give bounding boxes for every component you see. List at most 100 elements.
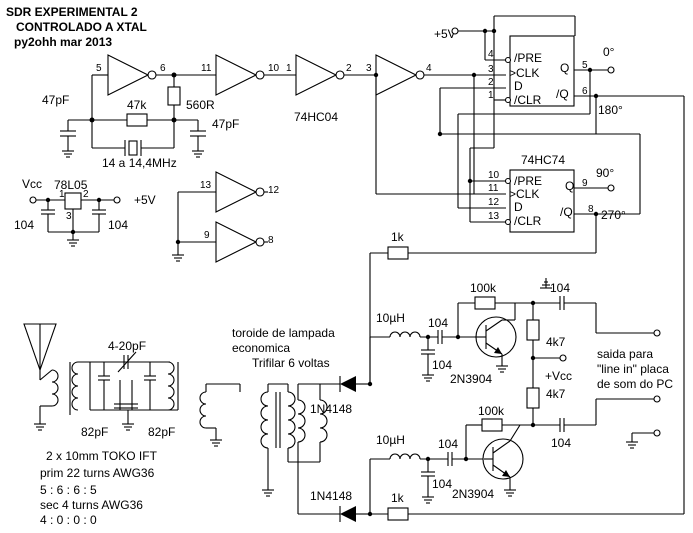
unused-inverter-u5: 13 12 xyxy=(178,171,280,213)
pin-u4-out: 4 xyxy=(426,63,432,74)
amp-vcc-label: +Vcc xyxy=(545,369,572,383)
toroid-label-2: economica xyxy=(232,341,290,355)
ff2-pin-pre: 10 xyxy=(488,170,500,181)
phase-180-label: 180° xyxy=(598,103,623,117)
ff2-pre: /PRE xyxy=(514,174,542,188)
toroid-label-1: toroide de lampada xyxy=(232,326,335,340)
reg-pin-3: 3 xyxy=(66,211,72,222)
ff2-clr: /CLR xyxy=(514,214,542,228)
ff1-nq: /Q xyxy=(556,87,569,101)
bias-resistor-top-label: 100k xyxy=(470,281,497,295)
sec-ratio-line: 4 : 0 : 0 : 0 xyxy=(40,513,97,527)
cap-right-label: 82pF xyxy=(148,425,175,439)
osc-cap-2-label: 47pF xyxy=(212,117,239,131)
ift-line: 2 x 10mm TOKO IFT xyxy=(46,449,158,463)
diode-bottom: 1N4148 xyxy=(298,489,373,522)
inductor-top-label: 10µH xyxy=(376,311,405,325)
pin-u1-out: 6 xyxy=(160,63,166,74)
series-cap-bottom-label: 104 xyxy=(438,437,458,451)
transistor-bottom-label: 2N3904 xyxy=(452,487,494,501)
title-line-3: py2ohh mar 2013 xyxy=(14,35,112,49)
pin-u6-out: 8 xyxy=(268,235,274,246)
pin-u3-in: 1 xyxy=(286,63,292,74)
ff1-pin-nq: 6 xyxy=(582,86,588,97)
ff2-q: Q xyxy=(565,179,574,193)
vcc-label: Vcc xyxy=(22,177,42,191)
diode-top: 1N4148 xyxy=(298,376,373,416)
ff1-clk: >CLK xyxy=(509,66,539,80)
feedback-resistor-label: 47k xyxy=(127,98,147,112)
title-line-1: SDR EXPERIMENTAL 2 xyxy=(6,5,138,19)
ff1-pin-clk: 3 xyxy=(488,64,494,75)
collector-resistor-top-label: 4k7 xyxy=(546,335,566,349)
cap-left-label: 82pF xyxy=(81,425,108,439)
ff2-pin-clk: 11 xyxy=(488,183,499,194)
reg-cap-in-label: 104 xyxy=(14,218,34,232)
output-label-1: saida para xyxy=(597,347,653,361)
pin-u6-in: 9 xyxy=(204,230,210,241)
regulator-output-label: +5V xyxy=(134,193,156,207)
prim-line: prim 22 turns AWG36 xyxy=(40,466,155,480)
pin-u5-in: 13 xyxy=(200,180,212,191)
bandpass-filter: 4-20pF 82pF 82pF xyxy=(69,339,179,439)
reg-pin-2: 2 xyxy=(83,189,89,200)
top-supply-label: +5V xyxy=(434,27,456,41)
pin-u4-in: 3 xyxy=(366,63,372,74)
toroid-label-3: Trifilar 6 voltas xyxy=(252,356,330,370)
mixer-resistor-top-label: 1k xyxy=(391,230,405,244)
flipflop-1: /PRE >CLK D /CLR Q /Q 4 3 2 1 5 6 0° 180… xyxy=(488,35,684,117)
ff2-nq: /Q xyxy=(560,205,573,219)
reg-cap-out-label: 104 xyxy=(108,218,128,232)
phase-270-label: 270° xyxy=(601,208,626,222)
ff2-pin-clr: 13 xyxy=(488,211,500,222)
trimmer-label: 4-20pF xyxy=(108,339,146,353)
transistor-top-label: 2N3904 xyxy=(450,372,492,386)
ff1-pin-clr: 1 xyxy=(488,90,494,101)
ff1-pin-q: 5 xyxy=(582,60,588,71)
collector-resistor-bottom-label: 4k7 xyxy=(546,387,566,401)
flipflop-chip-label: 74HC74 xyxy=(521,153,565,167)
ff1-pin-pre: 4 xyxy=(488,49,494,60)
phase-0-label: 0° xyxy=(603,45,615,59)
output-label-3: de som do PC xyxy=(597,377,673,391)
shunt-cap-top-label: 104 xyxy=(432,358,452,372)
regulator-label: 78L05 xyxy=(54,178,88,192)
ff2-pin-q: 9 xyxy=(582,178,588,189)
ff1-pin-d: 2 xyxy=(488,77,494,88)
pin-u2-out: 10 xyxy=(268,63,280,74)
ff2-pin-d: 12 xyxy=(488,197,500,208)
regulator-section: Vcc 78L05 +5V 1 2 3 104 104 xyxy=(14,177,156,247)
title-line-2: CONTROLADO A XTAL xyxy=(16,20,147,34)
output-label-2: "line in" placa xyxy=(597,362,669,376)
pin-u3-out: 2 xyxy=(346,63,352,74)
diode-bottom-label: 1N4148 xyxy=(310,489,352,503)
ff2-d: D xyxy=(514,200,523,214)
prim-ratio-line: 5 : 6 : 6 : 5 xyxy=(40,483,97,497)
shunt-cap-bottom-label: 104 xyxy=(432,477,452,491)
sec-line: sec 4 turns AWG36 xyxy=(40,498,143,512)
osc-cap-1-label: 47pF xyxy=(42,93,69,107)
reg-pin-1: 1 xyxy=(59,189,65,200)
oscillator-inverter-u4: 3 4 xyxy=(366,54,474,96)
series-cap-top-label: 104 xyxy=(428,316,448,330)
phase-90-label: 90° xyxy=(596,166,614,180)
mixer-resistor-bottom-label: 1k xyxy=(391,491,405,505)
amplifier-top: 10µH 104 104 100k 2N3904 xyxy=(369,278,661,386)
amplifier-bottom: 10µH 104 104 100k 2N3904 xyxy=(369,386,661,514)
pin-u5-out: 12 xyxy=(268,185,280,196)
series-resistor-label: 560R xyxy=(186,98,215,112)
ff2-pin-nq: 8 xyxy=(588,204,594,215)
oscillator-inverter-u3: 1 2 xyxy=(286,54,376,96)
ff1-clr: /CLR xyxy=(514,93,542,107)
output-cap-top-label: 104 xyxy=(550,281,570,295)
unused-inverter-u6: 9 8 xyxy=(178,221,274,263)
oscillator-inverter-u2: 11 10 xyxy=(174,54,296,96)
antenna xyxy=(23,323,59,431)
oscillator-network: 47pF 47k 560R 47pF 14 a 14,4MHz xyxy=(42,72,239,170)
ff1-d: D xyxy=(514,79,523,93)
inductor-bottom-label: 10µH xyxy=(376,433,405,447)
toroid-transformer: toroide de lampada economica Trifilar 6 … xyxy=(232,326,335,514)
diode-top-label: 1N4148 xyxy=(310,402,352,416)
ff1-q: Q xyxy=(560,61,569,75)
